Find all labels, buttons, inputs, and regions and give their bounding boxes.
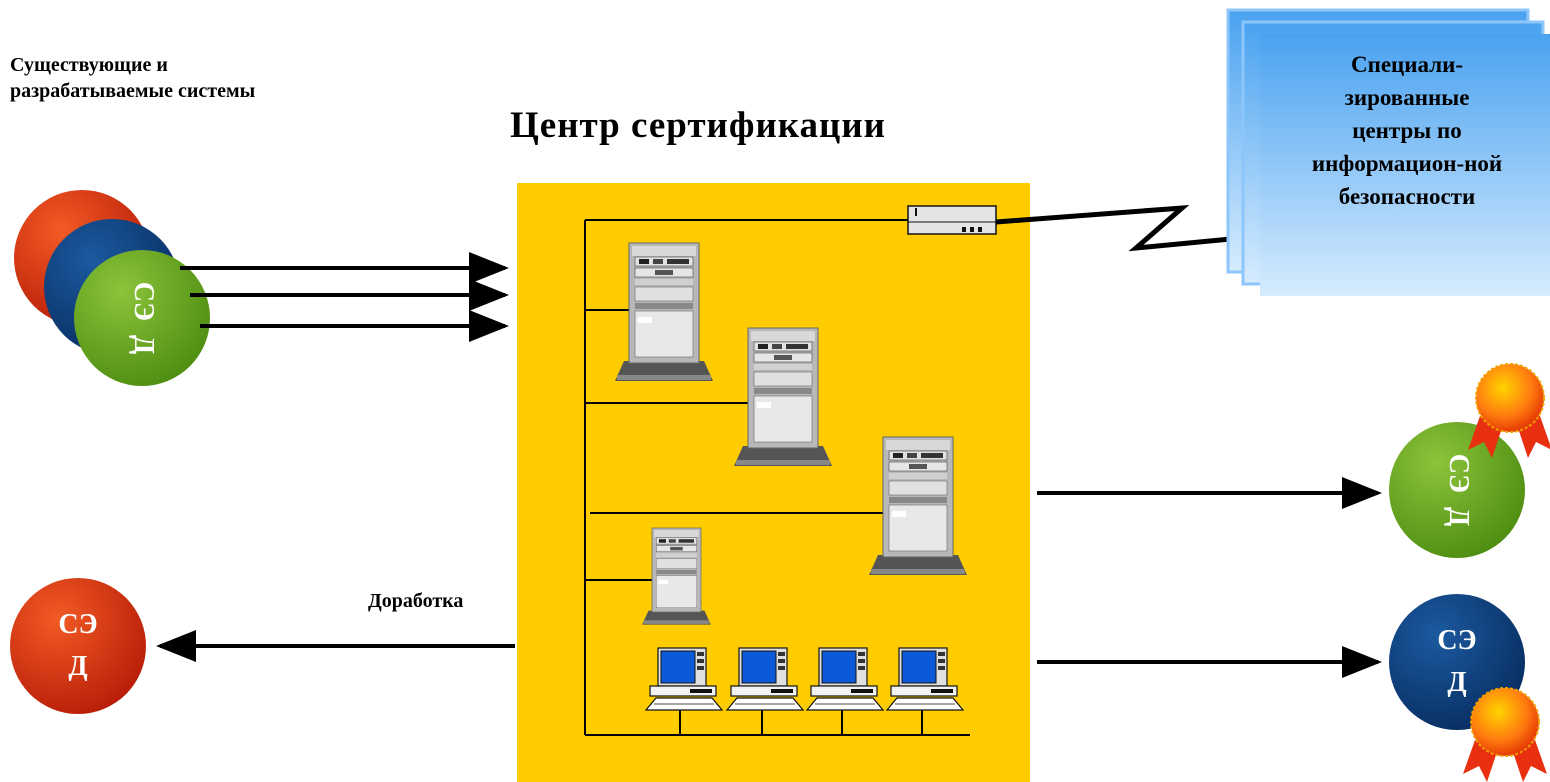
certification-center-title: Центр сертификации — [510, 105, 886, 146]
existing-systems-label: Существующие и разрабатываемые системы — [10, 52, 255, 104]
disc-label-line-2: Д — [1447, 667, 1467, 698]
centers-line: Специали- — [1350, 52, 1464, 77]
rework-label: Доработка — [368, 590, 464, 612]
disc-label-line-1: СЭ — [128, 281, 159, 321]
disc-label-line-2: Д — [1443, 506, 1474, 527]
specialized-centers-label: Специали- зированные центры по информаци… — [1262, 48, 1550, 213]
disc-label-upright: СЭ Д — [1417, 620, 1497, 704]
disc-label-upright: СЭ Д — [38, 604, 118, 688]
disc-label-line-2: Д — [68, 651, 88, 682]
medal-icon — [1463, 687, 1547, 782]
lightning-link-icon — [995, 204, 1263, 252]
medal-icon — [1468, 363, 1550, 458]
server-icon — [868, 436, 968, 576]
system-disc-green — [74, 250, 210, 386]
centers-line: центры по — [1352, 118, 1462, 143]
disc-label-line-1: СЭ — [1437, 625, 1477, 656]
specialized-centers-panel — [1226, 8, 1550, 296]
incoming-arrows — [180, 252, 509, 342]
rejected-system-disc — [10, 578, 146, 714]
disc-label-rotated: СЭ Д — [122, 278, 164, 358]
centers-line: безопасности — [1338, 184, 1476, 209]
disc-label-line-2: Д — [128, 334, 159, 355]
outgoing-arrows — [1037, 477, 1382, 678]
server-icon — [641, 527, 712, 625]
existing-systems-line-2: разрабатываемые системы — [10, 80, 256, 102]
disc-label-rotated: СЭ Д — [1437, 450, 1479, 530]
disc-label-line-1: СЭ — [58, 609, 98, 640]
server-icon — [614, 242, 714, 382]
router-icon — [907, 205, 997, 235]
centers-line: информацион-ной — [1311, 151, 1503, 176]
server-icon — [733, 327, 833, 467]
centers-line: зированные — [1344, 85, 1470, 110]
existing-systems-line-1: Существующие и — [10, 54, 168, 76]
disc-label-line-1: СЭ — [1443, 453, 1474, 493]
